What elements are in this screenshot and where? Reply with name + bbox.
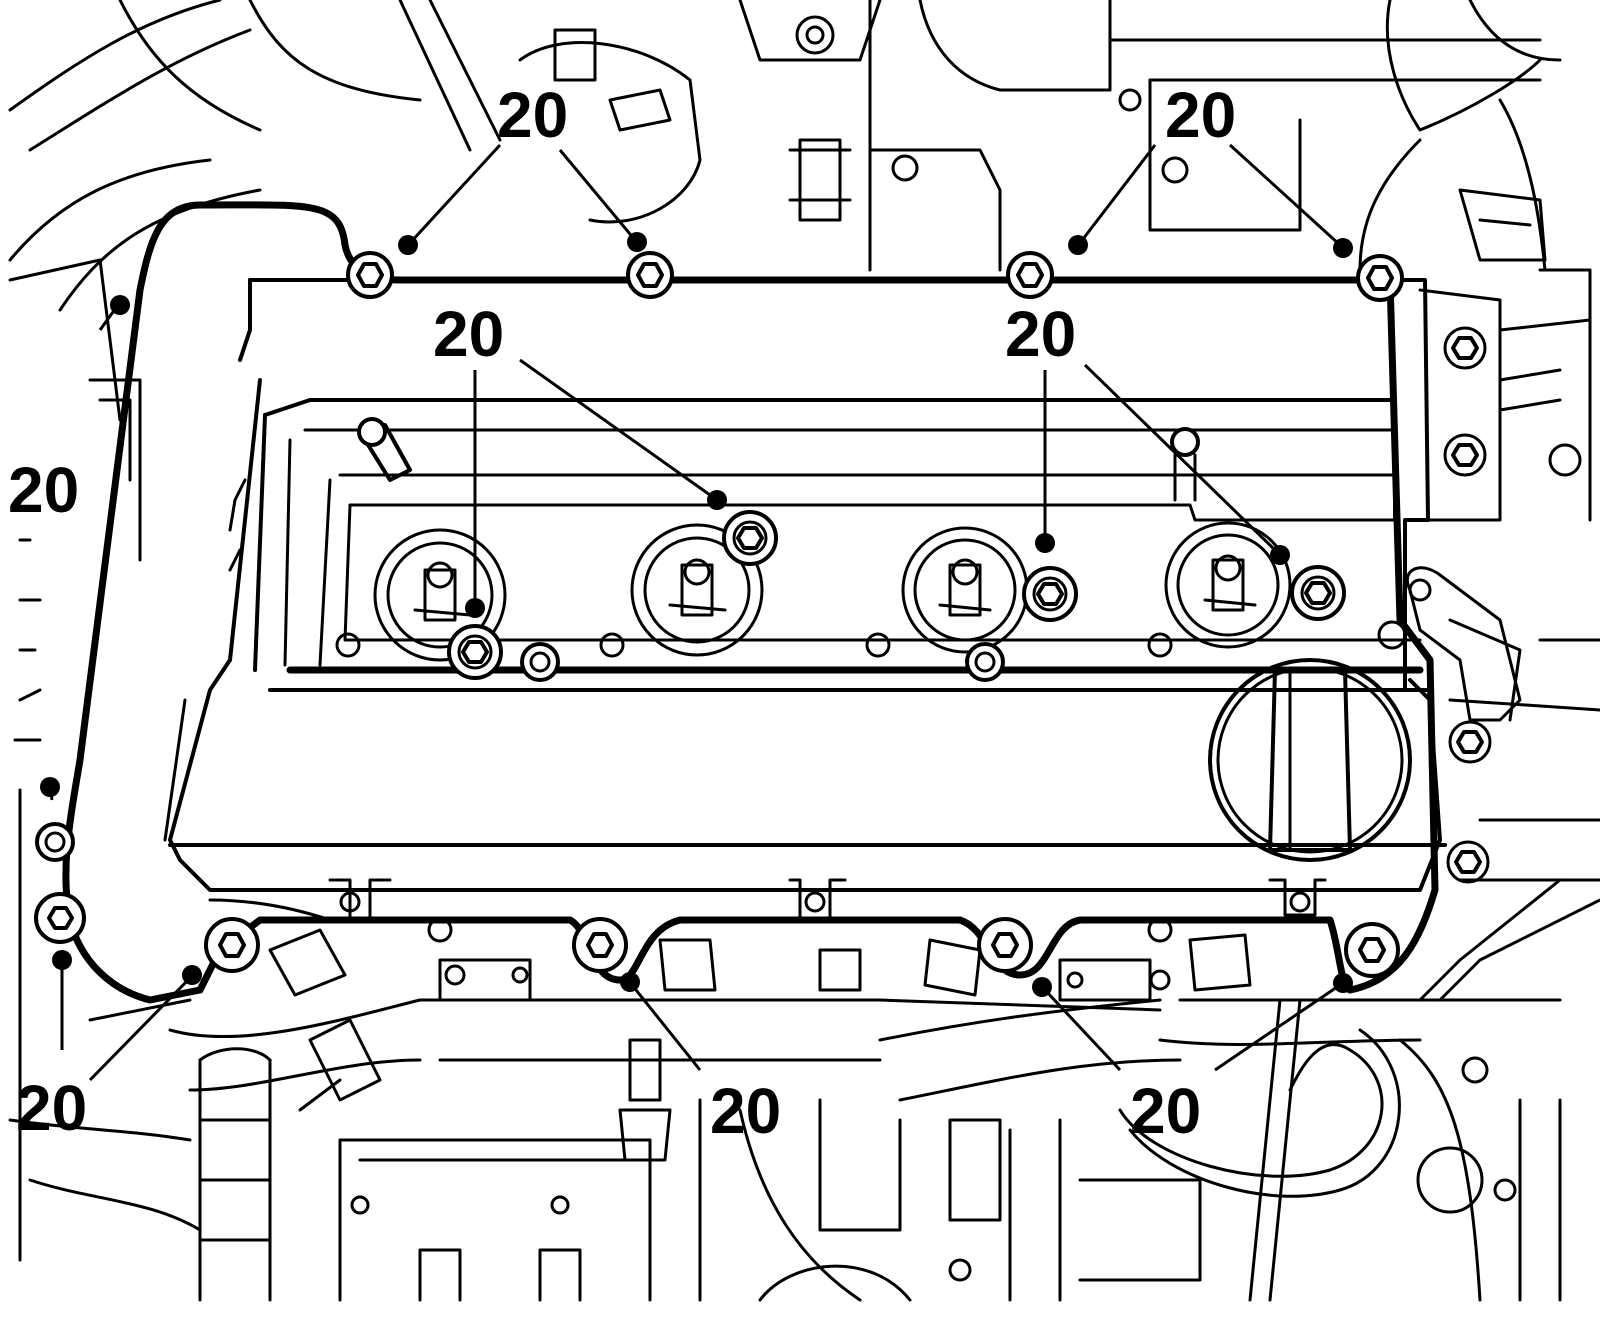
plug-well-2 (630, 523, 764, 657)
callout-bottom-left: 20 (16, 1072, 87, 1144)
bolt (1022, 566, 1078, 622)
callout-side-left: 20 (8, 454, 79, 526)
callout-leaders (40, 143, 1353, 1082)
plug-well-3 (901, 526, 1029, 654)
bolt (1344, 922, 1400, 978)
bolt (1443, 433, 1487, 477)
bolt (965, 642, 1005, 682)
bolt (1356, 254, 1404, 302)
bolt (626, 251, 674, 299)
callout-top-left: 20 (497, 79, 568, 151)
callout-bottom-right: 20 (1130, 1075, 1201, 1147)
plug-well-1 (373, 528, 507, 662)
bolt (1290, 565, 1346, 621)
bolt (346, 251, 394, 299)
callout-cover-right: 20 (1005, 298, 1076, 370)
callout-cover-left: 20 (433, 298, 504, 370)
callout-labels: 20 20 20 20 20 20 20 20 (8, 79, 1236, 1147)
background-components (8, 0, 1600, 1302)
callout-top-right: 20 (1165, 79, 1236, 151)
bolt (572, 917, 628, 973)
bolt (204, 917, 260, 973)
bolt (1448, 720, 1492, 764)
bottom-brackets (268, 878, 1327, 1002)
bolt (977, 917, 1033, 973)
bolt (722, 510, 778, 566)
bolt (520, 642, 560, 682)
cover-bolts (34, 251, 1492, 991)
oil-filler-cap (1208, 658, 1412, 862)
callout-bottom-center: 20 (710, 1075, 781, 1147)
right-bracket (1405, 566, 1522, 722)
bolt (1443, 326, 1487, 370)
bolt (1446, 840, 1490, 884)
bolt (35, 822, 75, 862)
bolt (34, 892, 86, 944)
bolt (447, 624, 503, 680)
plug-well-4 (1164, 521, 1292, 649)
bolt (1006, 251, 1054, 299)
valve-cover (163, 278, 1447, 892)
